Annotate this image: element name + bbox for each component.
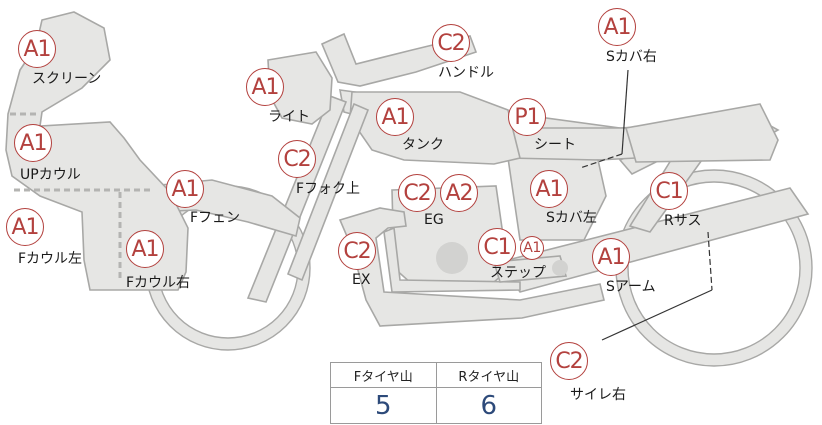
- step-label: ステップ: [490, 265, 546, 281]
- f-cowl-left-grade-badge: A1: [6, 208, 44, 246]
- engine-grade-badge-1: C2: [398, 174, 436, 212]
- f-fender-grade-badge: A1: [166, 170, 204, 208]
- front-fork-shape-2: [286, 102, 370, 282]
- light-grade-badge: A1: [246, 68, 284, 106]
- engine-label: EG: [424, 212, 444, 228]
- tire-tread-table: Fタイヤ山 Rタイヤ山 5 6: [330, 362, 542, 424]
- f-cowl-right-grade-badge: A1: [126, 230, 164, 268]
- exhaust-pipe-shape: [383, 226, 521, 293]
- rear-tread-value: 6: [435, 388, 542, 423]
- s-cover-left-label: Sカバ左: [546, 210, 597, 226]
- seat-grade-badge: P1: [508, 98, 546, 136]
- tank-grade-badge: A1: [376, 98, 414, 136]
- engine-grade-badge-2: A2: [440, 174, 478, 212]
- r-sus-label: Rサス: [664, 213, 702, 229]
- f-cowl-left-label: Fカウル左: [18, 251, 83, 267]
- up-cowl-label: UPカウル: [20, 167, 81, 183]
- tank-label: タンク: [402, 137, 444, 153]
- tread-value-row: 5 6: [331, 388, 541, 423]
- exhaust-label: EX: [352, 272, 371, 288]
- exhaust-grade-badge: C2: [338, 232, 376, 270]
- front-cowl-shape: [5, 11, 189, 291]
- up-cowl-grade-badge: A1: [14, 124, 52, 162]
- exhaust-shape: [338, 207, 605, 327]
- engine-case-detail: [436, 242, 468, 274]
- silencer-right-grade-badge: C2: [550, 342, 588, 380]
- screen-label: スクリーン: [32, 71, 102, 87]
- seat-label: シート: [534, 137, 576, 153]
- leader-r-sus: [707, 231, 713, 291]
- tread-header-row: Fタイヤ山 Rタイヤ山: [331, 363, 541, 388]
- step-grade-badge-1: C1: [478, 228, 516, 266]
- s-cover-right-label: Sカバ右: [606, 49, 657, 65]
- step-grade-badge-2: A1: [520, 236, 544, 260]
- s-arm-label: Sアーム: [606, 279, 656, 295]
- s-arm-grade-badge: A1: [592, 238, 630, 276]
- s-cover-right-grade-badge: A1: [598, 8, 636, 46]
- silencer-right-label: サイレ右: [570, 387, 626, 403]
- step-detail: [552, 260, 568, 276]
- f-cowl-right-label: Fカウル右: [126, 275, 191, 291]
- front-tread-value: 5: [374, 390, 392, 421]
- f-fork-top-grade-badge: C2: [278, 140, 316, 178]
- leader-s-cover-r-2: [579, 153, 623, 169]
- s-cover-left-grade-badge: A1: [530, 170, 568, 208]
- handle-grade-badge: C2: [432, 24, 470, 62]
- tail-shape: [624, 103, 779, 163]
- light-label: ライト: [268, 109, 310, 125]
- rear-tread-header: Rタイヤ山: [435, 363, 542, 387]
- f-fender-label: Fフェン: [190, 210, 241, 226]
- r-sus-grade-badge: C1: [650, 172, 688, 210]
- handle-label: ハンドル: [438, 65, 494, 81]
- leader-s-cover-r: [621, 69, 629, 155]
- leader-silencer: [601, 289, 713, 341]
- front-tread-header: Fタイヤ山: [353, 369, 413, 385]
- f-fork-top-label: Fフォク上: [296, 181, 361, 197]
- screen-grade-badge: A1: [18, 30, 56, 68]
